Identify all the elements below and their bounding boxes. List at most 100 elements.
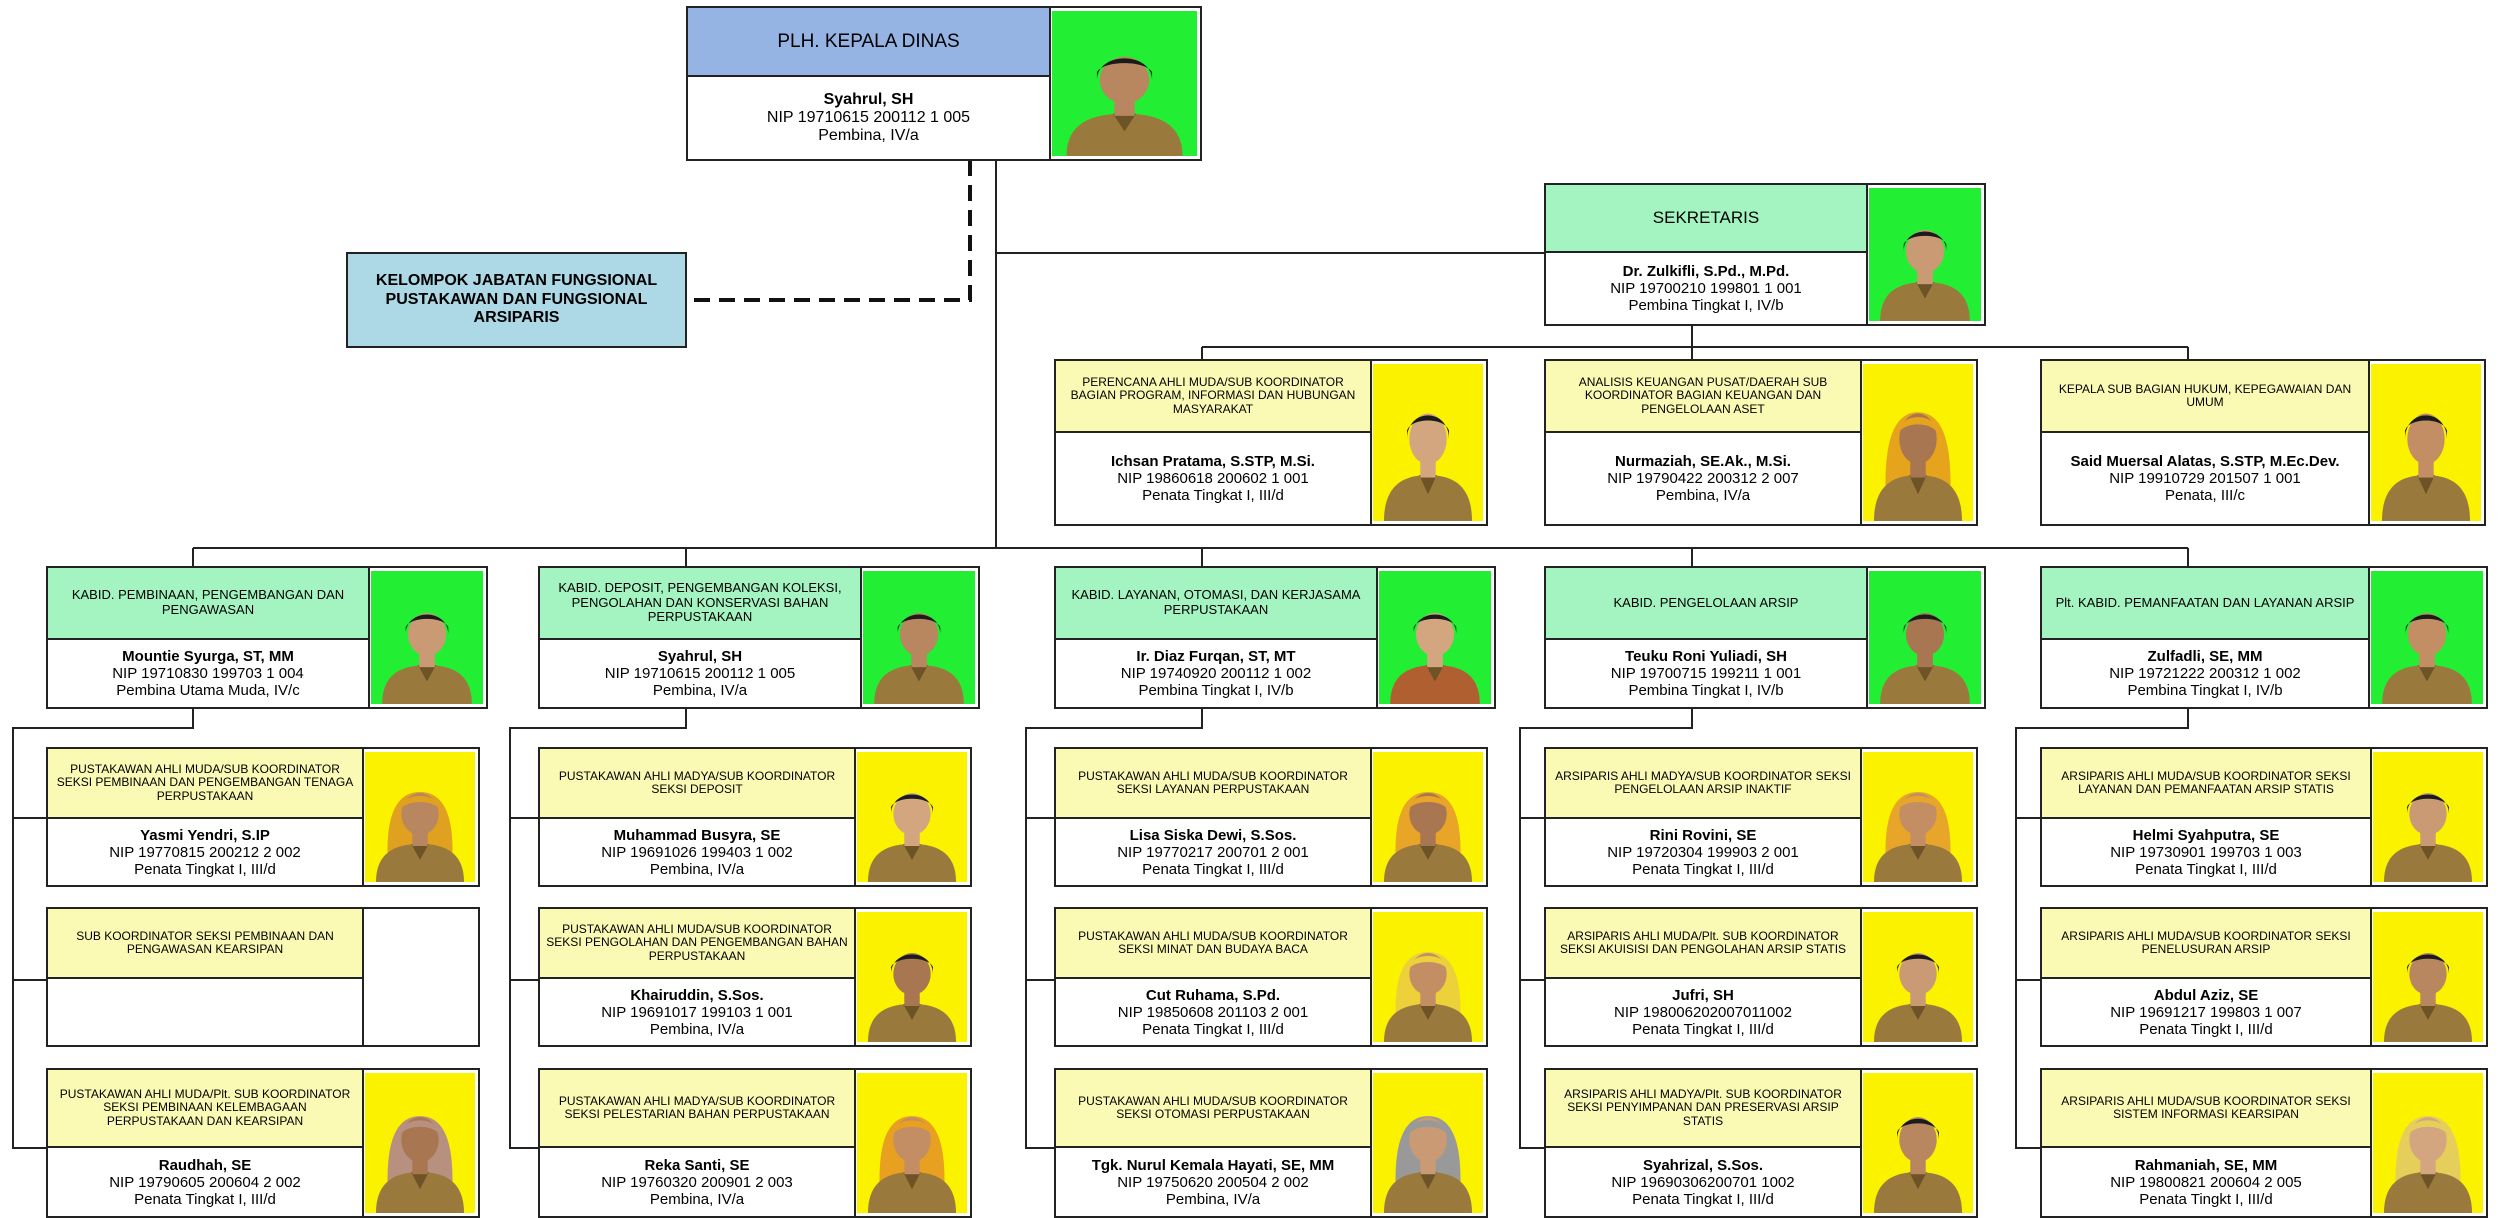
- person-info: Rini Rovini, SE NIP 19720304 199903 2 00…: [1546, 819, 1862, 885]
- person-photo: [2371, 571, 2483, 704]
- person-nip: NIP 19691017 199103 1 001: [601, 1003, 793, 1021]
- person-rank: Penata Tingkat I, III/d: [1632, 860, 1774, 878]
- kabid-card-1: KABID. PEMBINAAN, PENGEMBANGAN DAN PENGA…: [46, 566, 488, 709]
- staff-card-1-3: PUSTAKAWAN AHLI MUDA/Plt. SUB KOORDINATO…: [46, 1068, 480, 1218]
- person-rank: Pembina, IV/a: [649, 860, 745, 878]
- position-title: ARSIPARIS AHLI MUDA/Plt. SUB KOORDINATOR…: [1546, 909, 1862, 979]
- person-photo: [365, 752, 475, 882]
- person-info: Cut Ruhama, S.Pd. NIP 19850608 201103 2 …: [1056, 979, 1372, 1045]
- sekretaris-card: SEKRETARIS Dr. Zulkifli, S.Pd., M.Pd. NI…: [1544, 183, 1986, 326]
- person-name: Helmi Syahputra, SE: [2132, 826, 2280, 844]
- person-nip: NIP 19721222 200312 1 002: [2109, 665, 2301, 682]
- person-info: Dr. Zulkifli, S.Pd., M.Pd. NIP 19700210 …: [1546, 253, 1868, 324]
- person-name: Abdul Aziz, SE: [2153, 986, 2259, 1004]
- person-photo: [1052, 11, 1197, 156]
- position-title: PUSTAKAWAN AHLI MUDA/SUB KOORDINATOR SEK…: [1056, 749, 1372, 819]
- person-info: Yasmi Yendri, S.IP NIP 19770815 200212 2…: [48, 819, 364, 885]
- staff-card-5-2: ARSIPARIS AHLI MUDA/SUB KOORDINATOR SEKS…: [2040, 907, 2488, 1047]
- person-nip: NIP 19720304 199903 2 001: [1607, 843, 1799, 861]
- person-photo: [1863, 912, 1973, 1042]
- position-title: ARSIPARIS AHLI MADYA/SUB KOORDINATOR SEK…: [1546, 749, 1862, 819]
- person-info: Lisa Siska Dewi, S.Sos. NIP 19770217 200…: [1056, 819, 1372, 885]
- position-title: PLH. KEPALA DINAS: [688, 8, 1051, 77]
- person-photo: [857, 912, 967, 1042]
- person-info: Mountie Syurga, ST, MM NIP 19710830 1997…: [48, 640, 370, 707]
- person-nip: NIP 19700715 199211 1 001: [1610, 665, 1802, 682]
- person-photo: [1869, 188, 1981, 321]
- head-card: PLH. KEPALA DINAS Syahrul, SH NIP 197106…: [686, 6, 1202, 161]
- person-name: Yasmi Yendri, S.IP: [140, 826, 270, 844]
- person-rank: Penata, III/c: [2164, 487, 2246, 504]
- position-title: KABID. LAYANAN, OTOMASI, DAN KERJASAMA P…: [1056, 568, 1378, 640]
- kabid-card-5: Plt. KABID. PEMANFAATAN DAN LAYANAN ARSI…: [2040, 566, 2488, 709]
- person-name: Zulfadli, SE, MM: [2147, 648, 2263, 665]
- person-info: Said Muersal Alatas, S.STP, M.Ec.Dev. NI…: [2042, 433, 2370, 524]
- person-photo: [371, 571, 483, 704]
- person-nip: NIP 19740920 200112 1 002: [1120, 665, 1312, 682]
- person-photo: [2373, 752, 2483, 882]
- position-title: ARSIPARIS AHLI MUDA/SUB KOORDINATOR SEKS…: [2042, 1070, 2372, 1148]
- person-rank: Penata Tingkat I, III/d: [134, 1190, 276, 1208]
- staff-card-4-3: ARSIPARIS AHLI MADYA/Plt. SUB KOORDINATO…: [1544, 1068, 1978, 1218]
- person-nip: NIP 19770815 200212 2 002: [109, 843, 301, 861]
- person-photo: [1373, 912, 1483, 1042]
- position-title: PUSTAKAWAN AHLI MUDA/SUB KOORDINATOR SEK…: [1056, 1070, 1372, 1148]
- person-info: Tgk. Nurul Kemala Hayati, SE, MM NIP 197…: [1056, 1148, 1372, 1216]
- position-title: PUSTAKAWAN AHLI MUDA/SUB KOORDINATOR SEK…: [540, 909, 856, 979]
- person-photo: [857, 752, 967, 882]
- person-rank: Pembina, IV/a: [1655, 487, 1751, 504]
- person-rank: Pembina Utama Muda, IV/c: [116, 682, 300, 699]
- person-info: Syahrul, SH NIP 19710615 200112 1 005 Pe…: [688, 77, 1051, 159]
- person-name: Dr. Zulkifli, S.Pd., M.Pd.: [1622, 263, 1790, 280]
- person-photo: [2373, 1073, 2483, 1213]
- person-info: Reka Santi, SE NIP 19760320 200901 2 003…: [540, 1148, 856, 1216]
- kabid-card-3: KABID. LAYANAN, OTOMASI, DAN KERJASAMA P…: [1054, 566, 1496, 709]
- person-nip: NIP 19730901 199703 1 003: [2110, 843, 2302, 861]
- person-rank: Penata Tingkat I, III/d: [134, 860, 276, 878]
- staff-card-2-1: PUSTAKAWAN AHLI MADYA/SUB KOORDINATOR SE…: [538, 747, 972, 887]
- position-title: KABID. DEPOSIT, PENGEMBANGAN KOLEKSI, PE…: [540, 568, 862, 640]
- staff-card-2-2: PUSTAKAWAN AHLI MUDA/SUB KOORDINATOR SEK…: [538, 907, 972, 1047]
- person-name: Ir. Diaz Furqan, ST, MT: [1136, 648, 1296, 665]
- position-title: ARSIPARIS AHLI MUDA/SUB KOORDINATOR SEKS…: [2042, 909, 2372, 979]
- person-photo: [2371, 364, 2481, 521]
- person-photo: [857, 1073, 967, 1213]
- person-rank: Pembina Tingkat I, IV/b: [1628, 682, 1784, 699]
- staff-card-5-1: ARSIPARIS AHLI MUDA/SUB KOORDINATOR SEKS…: [2040, 747, 2488, 887]
- person-name: Teuku Roni Yuliadi, SH: [1625, 648, 1787, 665]
- position-title: PUSTAKAWAN AHLI MADYA/SUB KOORDINATOR SE…: [540, 749, 856, 819]
- person-rank: Penata Tingkt I, III/d: [2139, 1190, 2273, 1208]
- person-rank: Penata Tingkat I, III/d: [1142, 487, 1284, 504]
- position-title: SUB KOORDINATOR SEKSI PEMBINAAN DAN PENG…: [48, 909, 364, 979]
- position-title: PUSTAKAWAN AHLI MUDA/Plt. SUB KOORDINATO…: [48, 1070, 364, 1148]
- person-photo: [1869, 571, 1981, 704]
- person-photo: [1379, 571, 1491, 704]
- subbag-card-3: KEPALA SUB BAGIAN HUKUM, KEPEGAWAIAN DAN…: [2040, 359, 2486, 526]
- person-nip: NIP 19750620 200504 2 002: [1117, 1173, 1309, 1191]
- position-title: PUSTAKAWAN AHLI MADYA/SUB KOORDINATOR SE…: [540, 1070, 856, 1148]
- person-name: Rini Rovini, SE: [1649, 826, 1757, 844]
- person-info: Nurmaziah, SE.Ak., M.Si. NIP 19790422 20…: [1546, 433, 1862, 524]
- person-name: Cut Ruhama, S.Pd.: [1145, 986, 1281, 1004]
- person-nip: NIP 19770217 200701 2 001: [1117, 843, 1309, 861]
- person-info: Abdul Aziz, SE NIP 19691217 199803 1 007…: [2042, 979, 2372, 1045]
- subbag-card-1: PERENCANA AHLI MUDA/SUB KOORDINATOR BAGI…: [1054, 359, 1488, 526]
- person-photo: [1863, 1073, 1973, 1213]
- person-name: Reka Santi, SE: [644, 1156, 750, 1174]
- person-photo: [1373, 364, 1483, 521]
- person-info: Syahrizal, S.Sos. NIP 19690306200701 100…: [1546, 1148, 1862, 1216]
- person-photo: [863, 571, 975, 704]
- person-name: Khairuddin, S.Sos.: [630, 986, 764, 1004]
- position-title: ARSIPARIS AHLI MUDA/SUB KOORDINATOR SEKS…: [2042, 749, 2372, 819]
- person-name: Syahrul, SH: [657, 648, 743, 665]
- staff-card-3-1: PUSTAKAWAN AHLI MUDA/SUB KOORDINATOR SEK…: [1054, 747, 1488, 887]
- person-name: Said Muersal Alatas, S.STP, M.Ec.Dev.: [2070, 453, 2340, 470]
- position-title: PUSTAKAWAN AHLI MUDA/SUB KOORDINATOR SEK…: [48, 749, 364, 819]
- person-photo: [1863, 752, 1973, 882]
- person-name: Lisa Siska Dewi, S.Sos.: [1129, 826, 1297, 844]
- person-name: Jufri, SH: [1672, 986, 1734, 1004]
- staff-card-1-1: PUSTAKAWAN AHLI MUDA/SUB KOORDINATOR SEK…: [46, 747, 480, 887]
- person-nip: NIP 19850608 201103 2 001: [1117, 1003, 1309, 1021]
- person-name: Syahrul, SH: [823, 91, 914, 108]
